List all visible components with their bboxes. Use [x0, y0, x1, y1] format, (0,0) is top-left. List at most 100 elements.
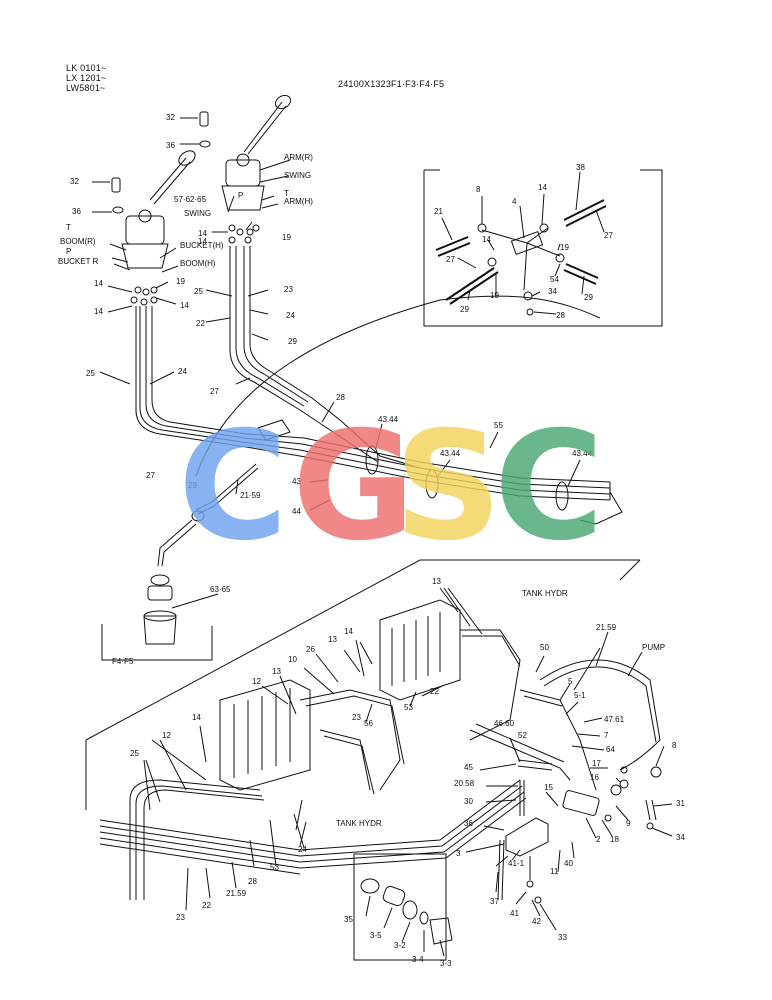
callout-label: 14: [538, 183, 547, 192]
callout-label: 64: [606, 745, 615, 754]
callout-label: 14: [198, 237, 207, 246]
callout-label: 43.44: [378, 415, 399, 424]
callout-label: 29: [584, 293, 593, 302]
callout-label: 41: [510, 909, 519, 918]
callout-label: 44: [292, 507, 301, 516]
callout-label: 11: [550, 867, 559, 876]
callout-label: BUCKET R: [58, 257, 99, 266]
watermark-letter-1: C: [178, 400, 289, 574]
callout-label: BOOM(H): [180, 259, 216, 268]
callout-label: BOOM(R): [60, 237, 96, 246]
callout-label: 42: [532, 917, 541, 926]
callout-label: F4·F5: [112, 657, 134, 666]
callout-label: ARM(H): [284, 197, 313, 206]
callout-label: T: [66, 223, 71, 232]
callout-label: 29: [288, 337, 297, 346]
callout-label: 41-1: [508, 859, 525, 868]
callout-label: TANK HYDR: [522, 589, 568, 598]
callout-label: 28: [556, 311, 565, 320]
callout-label: 23: [176, 913, 185, 922]
callout-label: SWING: [284, 171, 311, 180]
callout-label: 12: [252, 677, 261, 686]
callout-label: 34: [548, 287, 557, 296]
callout-label: SWING: [184, 209, 211, 218]
callout-label: 3-3: [440, 959, 452, 968]
callout-label: 14: [482, 235, 491, 244]
callout-label: 14: [180, 301, 189, 310]
callout-label: 14: [94, 279, 103, 288]
callout-label: 14: [192, 713, 201, 722]
callout-label: 22: [430, 687, 439, 696]
callout-label: 35: [344, 915, 353, 924]
callout-label: 2: [596, 835, 601, 844]
callout-label: 27: [210, 387, 219, 396]
callout-label: 23: [284, 285, 293, 294]
callout-label: 18: [610, 835, 619, 844]
callout-label: TANK HYDR: [336, 819, 382, 828]
callout-label: 4: [512, 197, 517, 206]
callout-label: 25: [130, 749, 139, 758]
callout-label: 21·59: [240, 491, 261, 500]
callout-label: 45: [464, 763, 473, 772]
callout-label: ARM(R): [284, 153, 313, 162]
callout-label: 15: [544, 783, 553, 792]
callout-label: BUCKET(H): [180, 241, 224, 250]
callout-label: 17: [592, 759, 601, 768]
callout-label: 23: [352, 713, 361, 722]
callout-label: 43.44: [572, 449, 593, 458]
callout-label: 22: [202, 901, 211, 910]
callout-label: 21.59: [596, 623, 617, 632]
callout-label: 24: [178, 367, 187, 376]
callout-label: 8: [672, 741, 677, 750]
callout-label: 53: [270, 863, 279, 872]
callout-label: 55: [494, 421, 503, 430]
callout-label: 43.44: [440, 449, 461, 458]
callout-label: 10: [288, 655, 297, 664]
callout-label: 56: [364, 719, 373, 728]
serial-range-3: LW5801~: [66, 83, 106, 93]
callout-label: 3: [456, 849, 461, 858]
callout-label: 21.59: [226, 889, 247, 898]
callout-label: 36: [166, 141, 175, 150]
watermark-letter-3: S: [394, 400, 503, 574]
part-code-title: 24100X1323F1·F3·F4·F5: [338, 79, 445, 89]
callout-label: 7: [604, 731, 609, 740]
callout-label: 32: [70, 177, 79, 186]
callout-label: 5: [568, 677, 573, 686]
callout-label: 26: [306, 645, 315, 654]
callout-label: 31: [676, 799, 685, 808]
callout-label: 57·62·65: [174, 195, 207, 204]
callout-label: 22: [196, 319, 205, 328]
callout-label: 19: [282, 233, 291, 242]
callout-label: 24: [298, 845, 307, 854]
callout-label: 36: [72, 207, 81, 216]
callout-label: 19: [560, 243, 569, 252]
callout-label: 28: [336, 393, 345, 402]
callout-label: PUMP: [642, 643, 665, 652]
callout-label: 52: [518, 731, 527, 740]
callout-label: 37: [490, 897, 499, 906]
callout-label: 19: [176, 277, 185, 286]
serial-range-2: LX 1201~: [66, 73, 107, 83]
callout-label: 33: [558, 933, 567, 942]
callout-label: 47.61: [604, 715, 625, 724]
callout-label: 29: [188, 481, 197, 490]
callout-label: 14: [94, 307, 103, 316]
callout-label: 3-5: [370, 931, 382, 940]
callout-label: 54: [550, 275, 559, 284]
watermark-letter-4: C: [494, 400, 605, 574]
callout-label: 3-2: [394, 941, 406, 950]
callout-label: 5-1: [574, 691, 586, 700]
watermark-letter-2: G: [292, 400, 416, 574]
callout-label: 28: [248, 877, 257, 886]
callout-label: 43: [292, 477, 301, 486]
callout-label: 12: [162, 731, 171, 740]
callout-label: 20.58: [454, 779, 475, 788]
callout-label: 21: [434, 207, 443, 216]
callout-label: 24: [286, 311, 295, 320]
callout-label: T: [284, 189, 289, 198]
callout-label: 32: [166, 113, 175, 122]
callout-label: 27: [604, 231, 613, 240]
callout-label: P: [238, 191, 243, 200]
